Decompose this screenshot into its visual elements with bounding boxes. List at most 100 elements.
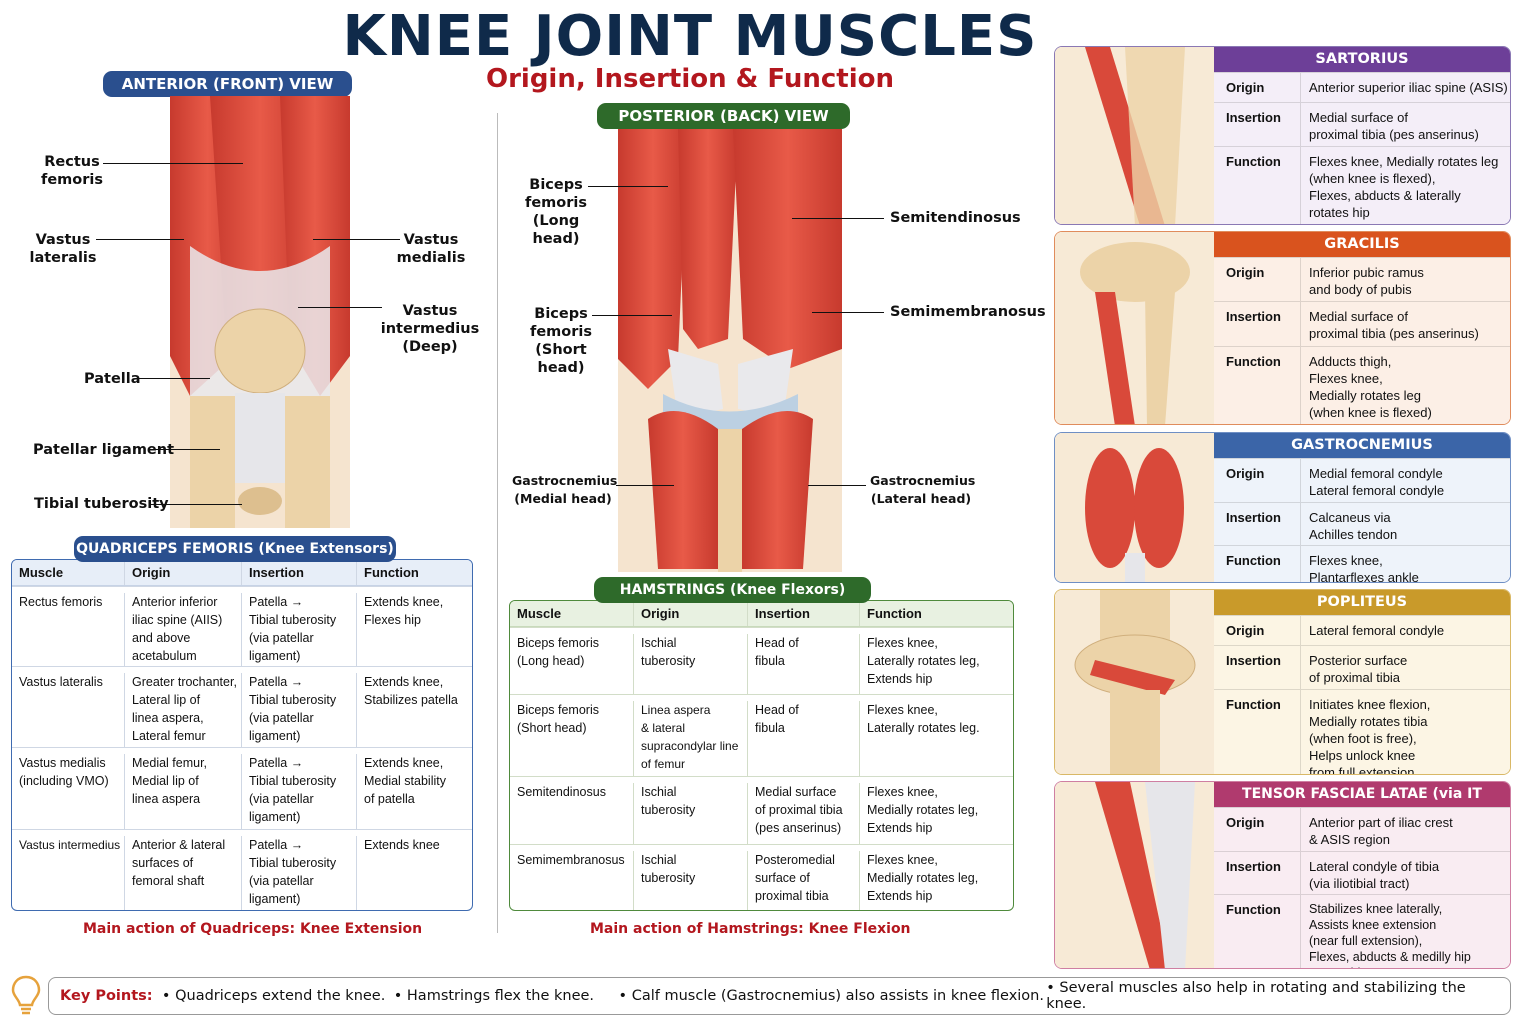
card-title: GASTROCNEMIUS bbox=[1214, 433, 1510, 458]
leader-line bbox=[298, 307, 382, 309]
card-tensor-fasciae-latae: TENSOR FASCIAE LATAE (via IT BAND) Origi… bbox=[1054, 781, 1511, 969]
label-patellar-ligament: Patellar ligament bbox=[33, 442, 175, 458]
tfl-illustration bbox=[1055, 782, 1214, 968]
row-value: Flexes knee, Plantarflexes ankle bbox=[1300, 546, 1510, 582]
gracilis-illustration bbox=[1055, 232, 1214, 424]
card-title: TENSOR FASCIAE LATAE (via IT BAND) bbox=[1214, 782, 1510, 827]
card-row-insertion: Insertion Medial surface of proximal tibi… bbox=[1214, 102, 1510, 146]
leader-line bbox=[313, 239, 400, 241]
row-key: Origin bbox=[1226, 466, 1265, 481]
label-tibial-tuberosity: Tibial tuberosity bbox=[34, 496, 169, 512]
col-origin: Origin bbox=[633, 601, 747, 626]
column-divider bbox=[497, 113, 498, 933]
cell-function: Extends knee, Flexes hip bbox=[356, 593, 472, 666]
card-row-insertion: Insertion Medial surface of proximal tibi… bbox=[1214, 301, 1510, 346]
row-key: Function bbox=[1226, 697, 1281, 712]
table-row: Vastus medialis (including VMO) Medial f… bbox=[12, 747, 472, 829]
col-muscle: Muscle bbox=[517, 606, 562, 621]
row-key: Insertion bbox=[1226, 309, 1281, 324]
table-row: Biceps femoris (Long head) Ischial tuber… bbox=[510, 627, 1013, 694]
cell-origin: Linea aspera & lateral supracondylar lin… bbox=[633, 701, 747, 776]
row-value: Lateral femoral condyle bbox=[1300, 616, 1510, 645]
row-key: Insertion bbox=[1226, 510, 1281, 525]
quadriceps-table: Muscle Origin Insertion Function Rectus … bbox=[11, 559, 473, 911]
key-points-title: Key Points: bbox=[60, 988, 153, 1004]
row-key: Origin bbox=[1226, 623, 1265, 638]
cell-origin: Anterior & lateral surfaces of femoral s… bbox=[124, 836, 241, 910]
cell-origin: Ischial tuberosity bbox=[633, 851, 747, 910]
row-key: Function bbox=[1226, 354, 1281, 369]
label-semimembranosus: Semimembranosus bbox=[890, 304, 1046, 320]
leader-line bbox=[812, 312, 884, 314]
leader-line bbox=[808, 485, 866, 487]
cell-muscle: Vastus medialis (including VMO) bbox=[19, 756, 109, 788]
popliteus-illustration bbox=[1055, 590, 1214, 774]
cell-insertion: Patella → Tibial tuberosity (via patella… bbox=[241, 593, 356, 666]
row-value: Lateral condyle of tibia (via iliotibial… bbox=[1300, 852, 1510, 894]
row-value: Inferior pubic ramus and body of pubis bbox=[1300, 258, 1510, 301]
card-row-origin: Origin Lateral femoral condyle bbox=[1214, 615, 1510, 645]
hamstrings-caption: Main action of Hamstrings: Knee Flexion bbox=[590, 921, 911, 937]
table-row: Semitendinosus Ischial tuberosity Medial… bbox=[510, 776, 1013, 844]
label-patella: Patella bbox=[84, 371, 141, 387]
row-key: Origin bbox=[1226, 265, 1265, 280]
cell-muscle: Semimembranosus bbox=[517, 853, 625, 867]
cell-muscle: Biceps femoris (Long head) bbox=[517, 636, 599, 668]
cell-insertion: Head of fibula bbox=[747, 701, 859, 776]
leader-line bbox=[150, 449, 220, 451]
hamstrings-table: Muscle Origin Insertion Function Biceps … bbox=[509, 600, 1014, 911]
posterior-view-label: POSTERIOR (BACK) VIEW bbox=[597, 103, 850, 129]
cell-insertion: Posteromedial surface of proximal tibia bbox=[747, 851, 859, 910]
key-points-bar: Key Points: Quadriceps extend the knee. … bbox=[48, 977, 1511, 1015]
quadriceps-table-title: QUADRICEPS FEMORIS (Knee Extensors) bbox=[74, 536, 396, 562]
row-value: Medial surface of proximal tibia (pes an… bbox=[1300, 302, 1510, 346]
col-insertion: Insertion bbox=[241, 560, 356, 585]
row-value: Medial surface of proximal tibia (pes an… bbox=[1300, 103, 1510, 146]
row-key: Origin bbox=[1226, 815, 1265, 830]
leader-line bbox=[592, 315, 672, 317]
cell-muscle: Semitendinosus bbox=[517, 785, 606, 799]
row-key: Insertion bbox=[1226, 110, 1281, 125]
leader-line bbox=[103, 163, 243, 165]
row-key: Insertion bbox=[1226, 653, 1281, 668]
key-point-1: Quadriceps extend the knee. bbox=[162, 988, 394, 1004]
table-row: Vastus lateralis Greater trochanter, Lat… bbox=[12, 666, 472, 747]
leader-line bbox=[150, 504, 242, 506]
hamstrings-table-title: HAMSTRINGS (Knee Flexors) bbox=[594, 577, 871, 603]
label-gastrocnemius-lateral: Gastrocnemius (Lateral head) bbox=[870, 473, 976, 506]
label-biceps-femoris-long: Biceps femoris (Long head) bbox=[525, 177, 587, 247]
posterior-knee-illustration bbox=[618, 129, 842, 572]
label-gastrocnemius-medial: Gastrocnemius (Medial head) bbox=[512, 473, 618, 506]
row-value: Posterior surface of proximal tibia bbox=[1300, 646, 1510, 689]
cell-insertion: Patella → Tibial tuberosity (via patella… bbox=[241, 754, 356, 829]
cell-function: Extends knee, Medial stability of patell… bbox=[356, 754, 472, 829]
leader-line bbox=[96, 239, 184, 241]
table-header: Muscle Origin Insertion Function bbox=[12, 560, 472, 586]
cell-insertion: Patella → Tibial tuberosity (via patella… bbox=[241, 673, 356, 747]
row-key: Function bbox=[1226, 553, 1281, 568]
label-biceps-femoris-short: Biceps femoris (Short head) bbox=[530, 306, 592, 376]
table-row: Vastus intermedius Anterior & lateral su… bbox=[12, 829, 472, 910]
cell-insertion: Medial surface of proximal tibia (pes an… bbox=[747, 783, 859, 844]
page-subtitle: Origin, Insertion & Function bbox=[485, 64, 894, 94]
key-point-4: Several muscles also help in rotating an… bbox=[1046, 980, 1510, 1012]
cell-function: Flexes knee, Laterally rotates leg, Exte… bbox=[859, 634, 1013, 694]
label-vastus-lateralis: Vastus lateralis bbox=[29, 232, 97, 266]
cell-function: Extends knee, Stabilizes patella bbox=[356, 673, 472, 747]
row-value: Flexes knee, Medially rotates leg (when … bbox=[1300, 147, 1510, 224]
cell-insertion: Patella → Tibial tuberosity (via patella… bbox=[241, 836, 356, 910]
table-header: Muscle Origin Insertion Function bbox=[510, 601, 1013, 627]
label-semitendinosus: Semitendinosus bbox=[890, 210, 1021, 226]
col-muscle: Muscle bbox=[19, 565, 64, 580]
leader-line bbox=[616, 485, 674, 487]
